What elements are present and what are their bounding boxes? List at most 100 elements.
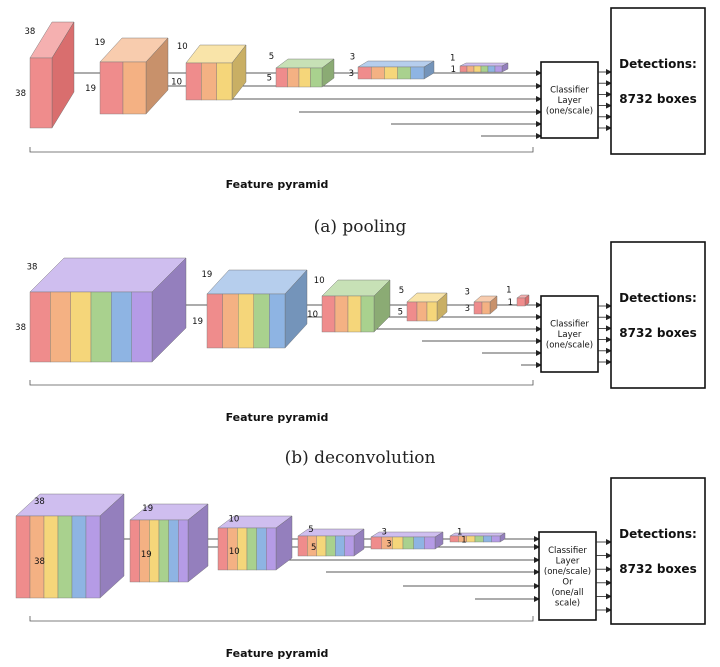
feature-map-deconvolution-5: 33 bbox=[464, 288, 498, 315]
dim-label-left: 19 bbox=[192, 317, 203, 327]
feature-map-slice bbox=[15, 515, 31, 599]
feature-map-slice bbox=[410, 66, 425, 80]
dim-label-left: 3 bbox=[465, 304, 470, 314]
feature-map-pooling-3: 10 10 bbox=[171, 42, 247, 101]
dim-label-center: 38 bbox=[34, 557, 45, 567]
dim-label-top: 1 bbox=[506, 285, 511, 295]
feature-map-combined-1: 38 38 bbox=[15, 493, 125, 599]
feature-map-slice bbox=[71, 515, 87, 599]
classifier-label-line: Classifier bbox=[550, 320, 589, 330]
feature-map-slice bbox=[480, 65, 489, 73]
dim-label-left: 38 bbox=[15, 89, 26, 99]
feature-pyramid-label: Feature pyramid bbox=[226, 647, 329, 660]
feature-map-slice bbox=[516, 297, 526, 307]
feature-map-slice bbox=[29, 291, 51, 363]
detections-frame bbox=[610, 7, 706, 155]
feature-map-slice bbox=[416, 301, 428, 322]
feature-map-combined-4: 55 bbox=[297, 525, 365, 557]
feature-map-slice bbox=[246, 527, 257, 571]
feature-map-slice bbox=[129, 519, 140, 583]
dim-label-center: 3 bbox=[386, 540, 391, 550]
feature-map-slice bbox=[466, 65, 475, 73]
feature-map-slice bbox=[275, 67, 288, 88]
feature-map-slice bbox=[335, 535, 345, 557]
dim-label-center: 1 bbox=[461, 535, 466, 545]
detections-frame bbox=[610, 477, 706, 625]
feature-map-slice bbox=[406, 301, 418, 322]
panel-combined: 383819191010553311ClassifierLayer(one/sc… bbox=[15, 477, 706, 660]
feature-map-slice bbox=[111, 291, 132, 363]
feature-map-slice bbox=[321, 295, 336, 333]
dim-label-left: 5 bbox=[267, 74, 272, 84]
dim-label-left: 1 bbox=[451, 65, 456, 75]
dim-label-top: 10 bbox=[177, 42, 188, 52]
feature-map-slice bbox=[481, 301, 491, 315]
feature-map-slice bbox=[316, 535, 327, 557]
detections-box: Detections:8732 boxes bbox=[610, 241, 706, 389]
dim-label-left: 10 bbox=[171, 78, 182, 88]
feature-map-slice bbox=[384, 66, 398, 80]
output-arrows bbox=[598, 303, 612, 365]
feature-map-pooling-1: 38 38 bbox=[15, 21, 75, 129]
dim-label-top: 10 bbox=[228, 514, 239, 524]
feature-map-slice bbox=[168, 519, 179, 583]
feature-map-top-face bbox=[357, 60, 435, 68]
dim-label-left: 1 bbox=[508, 298, 513, 308]
output-arrows bbox=[596, 539, 612, 613]
classifier-label-line: Or bbox=[562, 577, 573, 587]
classifier-label-line: Classifier bbox=[548, 546, 587, 556]
feature-map-slice bbox=[347, 295, 362, 333]
feature-map-slice bbox=[90, 291, 112, 363]
feature-map-slice bbox=[371, 66, 385, 80]
feature-map-slice bbox=[397, 66, 412, 80]
dim-label-left: 5 bbox=[398, 308, 403, 318]
dim-label-top: 19 bbox=[94, 38, 105, 48]
dim-label-center: 19 bbox=[141, 550, 152, 560]
feature-map-slice bbox=[266, 527, 277, 571]
classifier-label-line: Layer bbox=[558, 330, 582, 340]
classifier-frame bbox=[540, 61, 599, 139]
feature-map-slice bbox=[122, 61, 147, 115]
detections-label-line: 8732 boxes bbox=[619, 326, 696, 340]
dim-label-top: 19 bbox=[142, 504, 153, 514]
detections-label-line: Detections: bbox=[619, 57, 697, 71]
classifier-label-line: (one/all bbox=[552, 588, 584, 598]
detections-label-line: 8732 boxes bbox=[619, 562, 696, 576]
feature-map-deconvolution-6: 11 bbox=[506, 285, 530, 308]
feature-map-slice bbox=[50, 291, 71, 363]
pyramid-bracket bbox=[29, 147, 534, 153]
classifier-label-line: (one/scale) bbox=[546, 341, 593, 351]
feature-pyramid-label: Feature pyramid bbox=[226, 178, 329, 191]
feature-map-slice bbox=[253, 293, 270, 349]
feature-map-slice bbox=[474, 535, 484, 543]
dim-label-top: 3 bbox=[464, 288, 469, 298]
feature-map-slice bbox=[325, 535, 336, 557]
feature-map-slice bbox=[334, 295, 349, 333]
feature-map-pooling-4: 55 bbox=[267, 52, 335, 88]
feature-map-slice bbox=[426, 301, 438, 322]
feature-map-slice bbox=[85, 515, 101, 599]
dim-label-top: 38 bbox=[24, 27, 35, 37]
dim-label-left: 38 bbox=[15, 323, 26, 333]
feature-map-slice bbox=[473, 301, 483, 315]
feature-map-slice bbox=[357, 66, 372, 80]
dim-label-left: 19 bbox=[85, 84, 96, 94]
feature-map-slice bbox=[370, 536, 382, 550]
feature-map-slice bbox=[287, 67, 300, 88]
feature-map-slice bbox=[424, 536, 436, 550]
panel-caption: (a) pooling bbox=[314, 217, 407, 237]
dim-label-top: 5 bbox=[269, 52, 274, 62]
feature-map-pooling-5: 33 bbox=[349, 53, 435, 80]
dim-label-center: 5 bbox=[311, 543, 316, 553]
feature-map-slice bbox=[360, 295, 375, 333]
dim-label-top: 38 bbox=[34, 497, 45, 507]
classifier-label-line: (one/scale) bbox=[546, 107, 593, 117]
